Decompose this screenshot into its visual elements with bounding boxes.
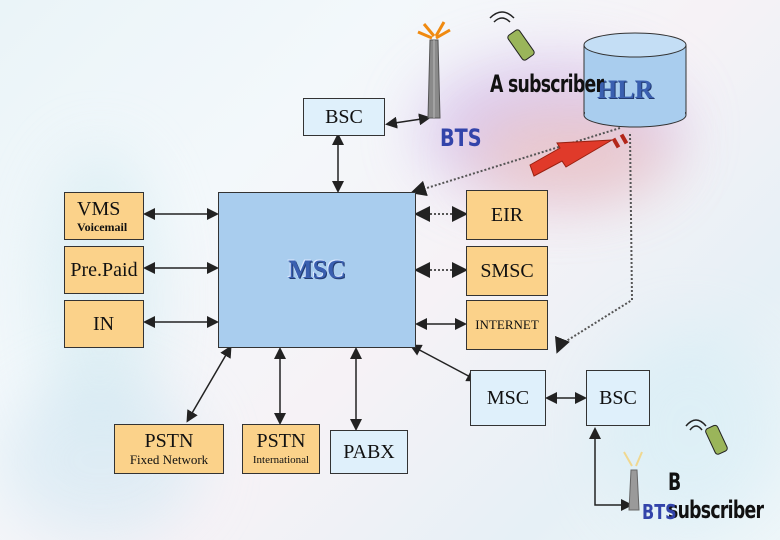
hlr-label: HLR bbox=[597, 75, 654, 104]
pabx-box: PABX bbox=[330, 430, 408, 474]
link-pstn-fixed bbox=[186, 345, 232, 423]
smsc-box: SMSC bbox=[466, 246, 548, 296]
in-box: IN bbox=[64, 300, 144, 348]
link-hlr-msc-right bbox=[555, 133, 634, 354]
mobile-phone-icon bbox=[489, 11, 535, 61]
link-bsc-bts-bottom bbox=[589, 427, 633, 511]
prepaid-box: Pre.Paid bbox=[64, 246, 144, 294]
mobile-phone-icon bbox=[685, 419, 728, 455]
red-arrow-icon bbox=[529, 133, 629, 177]
bsc-top-label: BSC bbox=[325, 105, 363, 128]
internet-label: INTERNET bbox=[475, 317, 539, 332]
internet-box: INTERNET bbox=[466, 300, 548, 350]
pstn-fixed-label: PSTN bbox=[144, 430, 194, 452]
bsc-right-label: BSC bbox=[599, 386, 637, 409]
vms-label: VMS bbox=[77, 198, 121, 220]
b-subscriber-label: B subscriber bbox=[668, 468, 764, 524]
cell-tower-icon bbox=[417, 21, 451, 119]
eir-label: EIR bbox=[490, 203, 524, 226]
pstn-fixed-sub-label: Fixed Network bbox=[129, 452, 209, 467]
database-cylinder-icon bbox=[583, 32, 687, 128]
pstn-fixed-box: PSTN Fixed Network bbox=[114, 424, 224, 474]
msc-right-box: MSC bbox=[470, 370, 546, 426]
eir-box: EIR bbox=[466, 190, 548, 240]
pstn-intl-label: PSTN bbox=[256, 430, 306, 452]
vms-sub-label: Voicemail bbox=[77, 220, 128, 234]
msc-main-label: MSC bbox=[288, 255, 346, 284]
bts-top-label: BTS bbox=[440, 124, 482, 152]
link-msc-msc bbox=[409, 344, 479, 382]
smsc-label: SMSC bbox=[480, 259, 534, 282]
cell-tower-icon bbox=[623, 451, 643, 511]
msc-main-box: MSC bbox=[218, 192, 416, 348]
in-label: IN bbox=[93, 312, 115, 335]
bsc-right-box: BSC bbox=[586, 370, 650, 426]
link-bsc-bts bbox=[385, 113, 431, 129]
bts-bottom-label: BTS bbox=[642, 500, 677, 524]
msc-right-label: MSC bbox=[486, 386, 530, 409]
pstn-intl-sub-label: International bbox=[252, 454, 310, 466]
vms-box: VMS Voicemail bbox=[64, 192, 144, 240]
pstn-intl-box: PSTN International bbox=[242, 424, 320, 474]
prepaid-label: Pre.Paid bbox=[70, 258, 138, 281]
pabx-label: PABX bbox=[343, 440, 395, 463]
bsc-top-box: BSC bbox=[303, 98, 385, 136]
a-subscriber-label: A subscriber bbox=[490, 70, 604, 98]
